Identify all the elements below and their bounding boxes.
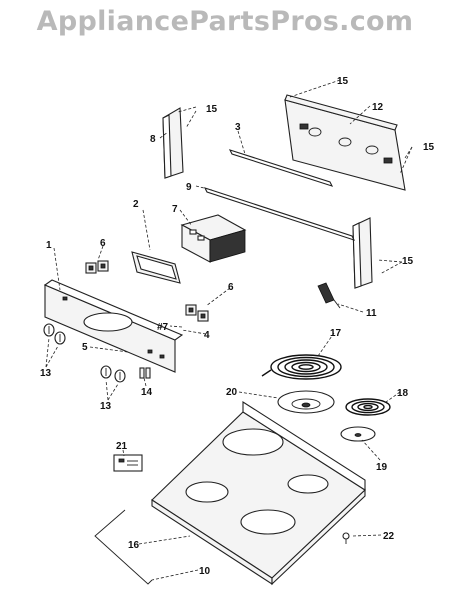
callout-6: 6	[100, 238, 106, 249]
callout-19: 19	[376, 462, 388, 473]
callout-6: 6	[228, 282, 234, 293]
callout-13: 13	[100, 401, 112, 412]
callout-11: 11	[366, 308, 377, 319]
switch-group-lower	[185, 304, 209, 322]
callout-15: 15	[423, 142, 435, 153]
callout-18: 18	[397, 388, 409, 399]
large-surface-element	[261, 354, 342, 380]
small-surface-element	[345, 398, 391, 416]
callout-10: 10	[199, 566, 211, 577]
callout-1: 1	[46, 240, 52, 251]
callout-3: 3	[235, 122, 241, 133]
screw	[342, 532, 350, 544]
trim-strip	[228, 149, 334, 187]
leader-lines	[45, 79, 413, 581]
callout-5: 5	[82, 342, 88, 353]
gasket-strip	[203, 187, 356, 241]
right-end-bracket	[352, 217, 373, 289]
callout-22: 22	[383, 531, 395, 542]
left-end-bracket	[162, 107, 184, 179]
control-module	[180, 214, 247, 263]
callout-16: 16	[128, 540, 140, 551]
callout-15: 15	[337, 76, 349, 87]
callout-15: 15	[402, 256, 414, 267]
callout-17: 17	[330, 328, 342, 339]
callout-7-marker: #7	[157, 322, 169, 333]
watermark: AppliancePartsPros.com	[36, 6, 414, 37]
large-drip-bowl	[277, 390, 335, 414]
knob-pair-left	[43, 323, 66, 345]
terminal-block	[317, 282, 341, 309]
callout-15: 15	[206, 104, 218, 115]
callout-12: 12	[372, 102, 384, 113]
display-window	[131, 251, 181, 284]
callout-4: 4	[204, 330, 210, 341]
panel-clip	[139, 367, 151, 379]
small-drip-bowl	[340, 426, 376, 442]
callout-20: 20	[226, 387, 238, 398]
callout-2: 2	[133, 199, 139, 210]
support-rod	[94, 509, 153, 585]
callout-14: 14	[141, 387, 153, 398]
switch-group-upper	[85, 260, 109, 274]
callout-7: 7	[172, 204, 178, 215]
callout-9: 9	[186, 182, 192, 193]
callout-21: 21	[116, 441, 128, 452]
callout-labels: 15 12 15 8 3 15 9 2 7 6 15 1 6 11 #7 4 5…	[40, 76, 435, 577]
rear-backguard-panel	[284, 94, 406, 191]
callout-8: 8	[150, 134, 156, 145]
control-panel	[43, 279, 184, 373]
callout-13: 13	[40, 368, 52, 379]
cooktop	[151, 400, 366, 586]
knob-pair-right	[100, 365, 126, 383]
wiring-label	[113, 454, 143, 472]
